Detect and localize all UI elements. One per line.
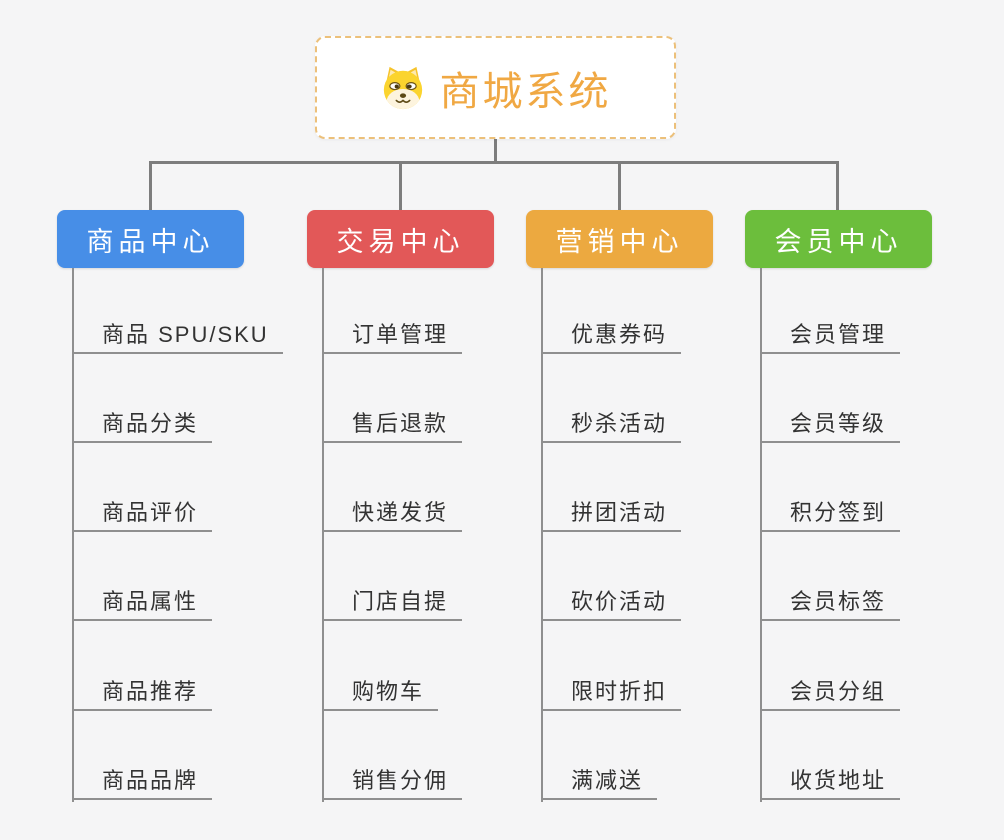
subtopic-product-spu-sku[interactable]: 商品 SPU/SKU <box>72 318 283 354</box>
root-topic-title: 商城系统 <box>439 69 612 114</box>
subtopic-member-management[interactable]: 会员管理 <box>760 318 901 354</box>
subtopic-member-level[interactable]: 会员等级 <box>760 407 901 443</box>
subtopic-order-management[interactable]: 订单管理 <box>322 318 463 354</box>
branch-trade-center: 交易中心 订单管理 售后退款 快递发货 门店自提 购物车 销售分佣 <box>307 0 557 840</box>
branch-spine <box>322 268 324 802</box>
branch-product-center: 商品中心 商品 SPU/SKU 商品分类 商品评价 商品属性 商品推荐 商品品牌 <box>57 0 307 840</box>
subtopic-coupon-code[interactable]: 优惠券码 <box>541 318 682 354</box>
dog-face-icon <box>383 66 422 109</box>
branch-spine <box>541 268 543 802</box>
subtopic-product-brand[interactable]: 商品品牌 <box>72 764 213 800</box>
subtopic-express-delivery[interactable]: 快递发货 <box>322 496 463 532</box>
subtopic-aftersale-refund[interactable]: 售后退款 <box>322 407 463 443</box>
subtopic-member-tag[interactable]: 会员标签 <box>760 585 901 621</box>
branch-member-center: 会员中心 会员管理 会员等级 积分签到 会员标签 会员分组 收货地址 <box>745 0 995 840</box>
subtopic-sales-commission[interactable]: 销售分佣 <box>322 764 463 800</box>
connector-branch-3-stem <box>618 161 621 210</box>
root-topic[interactable]: 商城系统 <box>315 36 676 139</box>
subtopic-product-review[interactable]: 商品评价 <box>72 496 213 532</box>
branch-topic-product-center[interactable]: 商品中心 <box>57 210 244 268</box>
subtopic-product-attribute[interactable]: 商品属性 <box>72 585 213 621</box>
subtopic-product-category[interactable]: 商品分类 <box>72 407 213 443</box>
subtopic-group-buy[interactable]: 拼团活动 <box>541 496 682 532</box>
branch-marketing-center: 营销中心 优惠券码 秒杀活动 拼团活动 砍价活动 限时折扣 满减送 <box>526 0 776 840</box>
branch-spine <box>760 268 762 802</box>
subtopic-limited-time-discount[interactable]: 限时折扣 <box>541 675 682 711</box>
subtopic-member-group[interactable]: 会员分组 <box>760 675 901 711</box>
connector-bus <box>149 161 839 164</box>
connector-branch-2-stem <box>399 161 402 210</box>
branch-spine <box>72 268 74 802</box>
subtopic-shopping-cart[interactable]: 购物车 <box>322 675 439 711</box>
subtopic-spend-and-save[interactable]: 满减送 <box>541 764 658 800</box>
branch-topic-member-center[interactable]: 会员中心 <box>745 210 932 268</box>
branch-topic-marketing-center[interactable]: 营销中心 <box>526 210 713 268</box>
branch-topic-trade-center[interactable]: 交易中心 <box>307 210 494 268</box>
subtopic-product-recommend[interactable]: 商品推荐 <box>72 675 213 711</box>
subtopic-points-checkin[interactable]: 积分签到 <box>760 496 901 532</box>
subtopic-store-pickup[interactable]: 门店自提 <box>322 585 463 621</box>
subtopic-flash-sale[interactable]: 秒杀活动 <box>541 407 682 443</box>
subtopic-shipping-address[interactable]: 收货地址 <box>760 764 901 800</box>
connector-branch-1-stem <box>149 161 152 210</box>
subtopic-bargain-activity[interactable]: 砍价活动 <box>541 585 682 621</box>
connector-root-stem <box>494 138 497 163</box>
connector-branch-4-stem <box>836 161 839 210</box>
